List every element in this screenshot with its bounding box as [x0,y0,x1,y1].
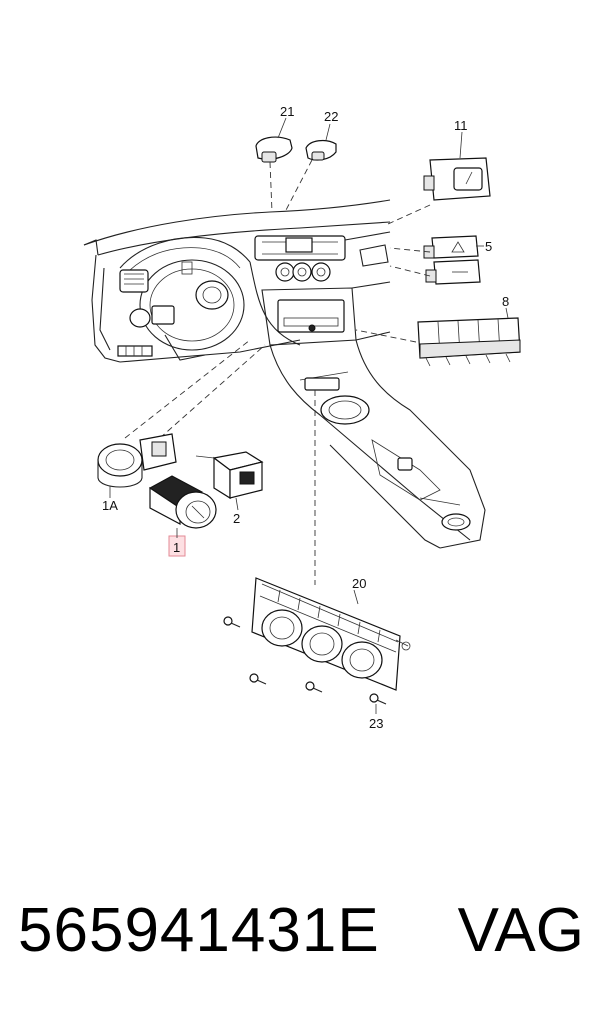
callout-8: 8 [502,294,509,309]
part-11-switch[interactable]: 11 [423,118,491,201]
part-22-cap[interactable]: 22 [305,109,338,161]
callout-22: 22 [324,109,338,124]
callout-11: 11 [454,118,468,133]
dashboard-outline [83,199,486,549]
part-2-switch-module[interactable]: 2 [195,451,264,526]
parts-diagram: 21 22 11 5 8 [83,104,521,731]
callout-23: 23 [369,716,383,731]
part-number: 565941431E [18,896,380,965]
screw-icon [223,616,241,628]
callout-5: 5 [485,239,492,254]
screw-icon [249,673,267,685]
part-20-climate-panel[interactable]: 20 [251,576,411,691]
part-1-light-switch[interactable]: 1 [149,475,217,557]
screw-icon [305,681,323,693]
callout-1: 1 [173,540,180,555]
part-1a-bezel[interactable]: 1A [97,433,177,513]
callout-20: 20 [352,576,366,591]
callout-21: 21 [280,104,294,119]
screw-icon [369,693,387,705]
brand-label: VAG [457,896,584,965]
part-21-cap[interactable]: 21 [255,104,294,163]
part-5-hazard-switch[interactable]: 5 [423,235,492,285]
callout-2: 2 [233,511,240,526]
part-8-switch-panel[interactable]: 8 [417,294,521,367]
callout-1a: 1A [102,498,118,513]
